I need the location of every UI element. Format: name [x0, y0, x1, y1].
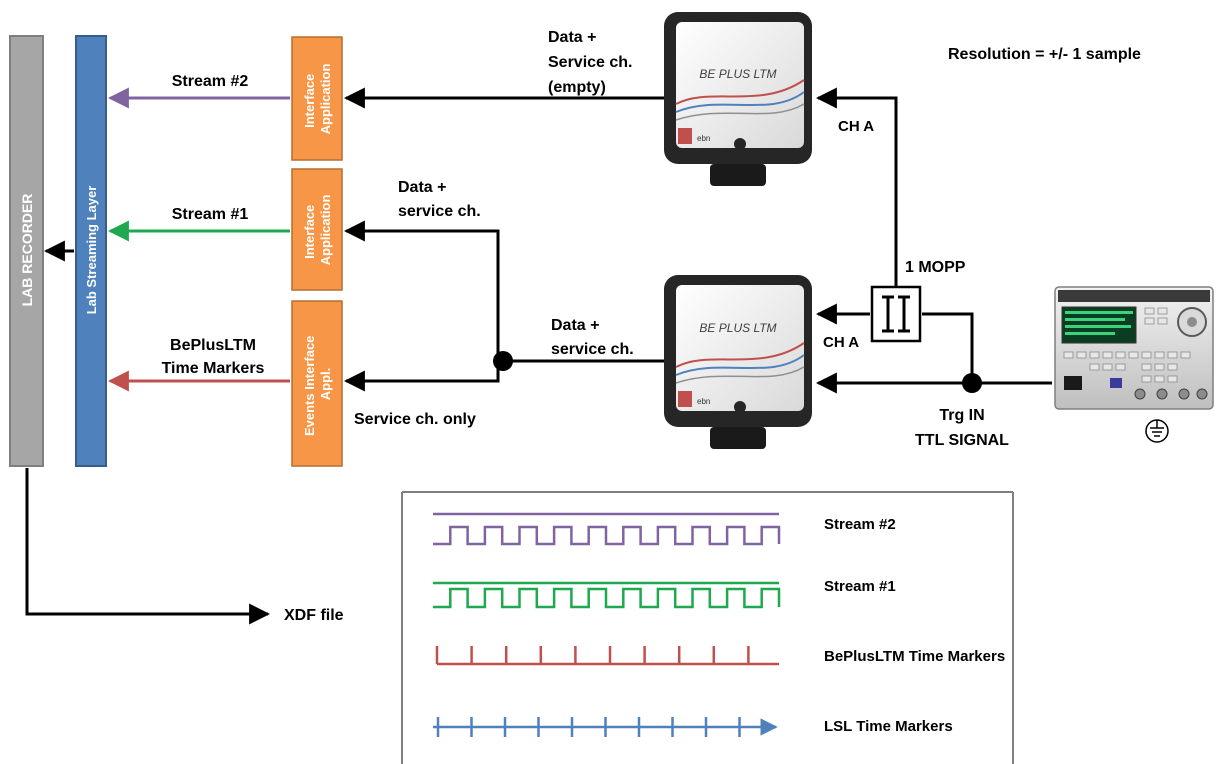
device-bottom-label-line2: service ch.	[551, 341, 634, 358]
legend-markers-label: BePlusLTM Time Markers	[824, 648, 1005, 665]
ground-icon	[1145, 419, 1169, 443]
interface-app-mid-line2: Application	[318, 195, 333, 266]
streaming-layer-box	[75, 35, 107, 467]
stream1-label: Stream #1	[172, 206, 249, 223]
interface-app-mid-line1: Interface	[302, 205, 317, 259]
wire-mopp-to-top-device	[815, 87, 898, 287]
lsl-ticks	[436, 717, 741, 737]
events-interface-app-line2: Appl.	[318, 368, 333, 401]
ch-a-top-label: CH A	[838, 118, 874, 135]
markers-label-line1: BePlusLTM	[170, 337, 256, 354]
device-top-brand: BE PLUS LTM	[699, 67, 776, 81]
stream2-square-wave	[433, 525, 781, 546]
device-top-label-line1: Data +	[548, 29, 596, 46]
markers-label-line2: Time Markers	[162, 360, 265, 377]
ch-a-bottom-label: CH A	[823, 334, 859, 351]
device-top-label-line3: (empty)	[548, 79, 606, 96]
events-interface-app-label: Events Interface Appl.	[302, 332, 333, 436]
interface-app-top-label: Interface Application	[302, 64, 333, 135]
device-bottom-label-line1: Data +	[551, 317, 599, 334]
legend-stream1-label: Stream #1	[824, 578, 896, 595]
markers-ticks	[435, 646, 750, 664]
amplifier-device-bottom-icon: BE PLUS LTM ebn	[664, 275, 812, 449]
interface-app-top-box	[291, 36, 343, 161]
lab-recorder-box	[9, 35, 44, 467]
device-bottom-logo: ebn	[697, 397, 710, 406]
trg-in-label: Trg IN	[939, 407, 984, 424]
junction-dot-right	[962, 373, 982, 393]
xdf-file-label: XDF file	[284, 607, 344, 624]
mopp-label: 1 MOPP	[905, 259, 966, 276]
device-top-logo: ebn	[697, 134, 710, 143]
interface-app-mid-box	[291, 168, 343, 291]
wire-junction-to-mid-app	[343, 220, 500, 361]
device-mid-label-line1: Data +	[398, 179, 446, 196]
resolution-label: Resolution = +/- 1 sample	[948, 46, 1141, 63]
ttl-signal-label: TTL SIGNAL	[915, 432, 1009, 449]
interface-app-mid-label: Interface Application	[302, 195, 333, 266]
device-bottom-brand: BE PLUS LTM	[699, 321, 776, 335]
stream1-square-wave	[433, 587, 781, 609]
isolation-barrier-icon	[870, 285, 922, 343]
function-generator-icon	[1054, 286, 1214, 410]
streaming-layer-label: Lab Streaming Layer	[84, 186, 99, 315]
junction-dot-left	[493, 351, 513, 371]
events-interface-app-box	[291, 300, 343, 467]
interface-app-top-line2: Application	[318, 64, 333, 135]
stream2-label: Stream #2	[172, 73, 249, 90]
lab-recorder-label: LAB RECORDER	[19, 194, 35, 307]
wire-mopp-to-trigger-junction	[922, 312, 974, 383]
device-top-label-line2: Service ch.	[548, 54, 633, 71]
legend-stream2-label: Stream #2	[824, 516, 896, 533]
events-interface-app-line1: Events Interface	[302, 336, 317, 436]
legend-lsl-label: LSL Time Markers	[824, 718, 953, 735]
device-mid-label-line2: service ch.	[398, 203, 481, 220]
isolation-barrier-symbol	[882, 295, 910, 333]
interface-app-top-line1: Interface	[302, 74, 317, 128]
amplifier-device-top-icon: BE PLUS LTM ebn	[664, 12, 812, 186]
timing-legend: Stream #2 Stream #1 BePlusLTM Time Marke…	[401, 491, 1014, 764]
service-only-label: Service ch. only	[354, 411, 476, 428]
recorder-to-xdf-arrow	[25, 468, 271, 625]
wire-junction-to-events-app	[343, 361, 500, 392]
